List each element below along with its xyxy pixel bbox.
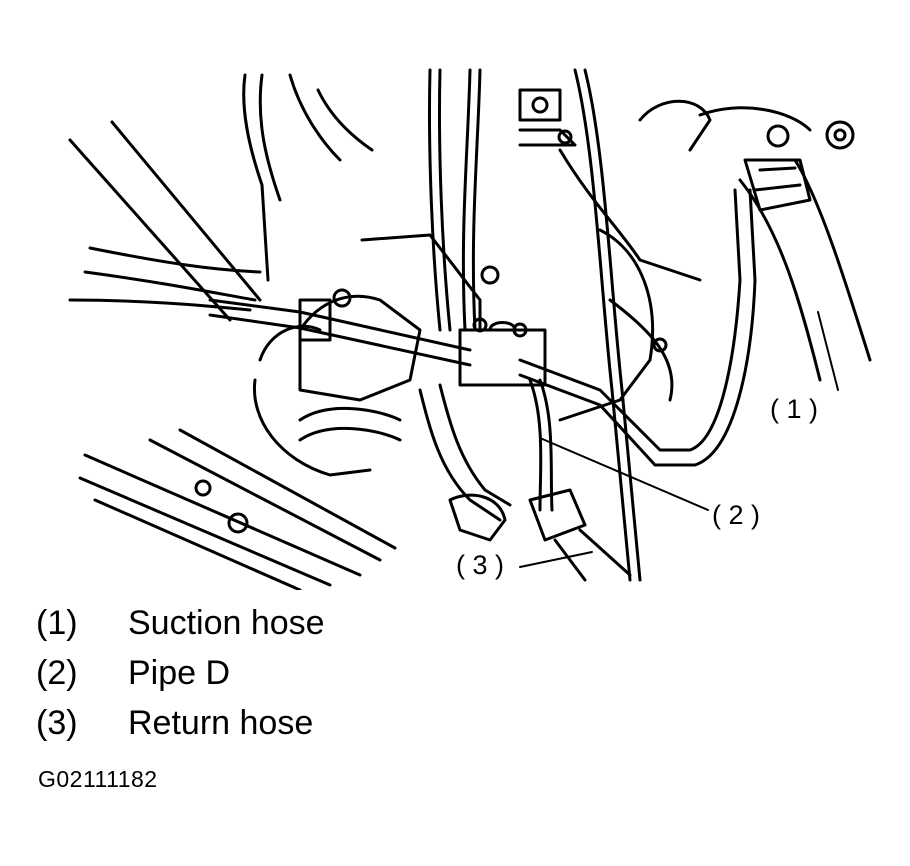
callout-1: ( 1 ) — [770, 394, 818, 424]
leader-line-3 — [519, 551, 593, 568]
legend-label: Pipe D — [128, 654, 231, 692]
callout-3: ( 3 ) — [456, 550, 504, 580]
leader-lines — [519, 311, 839, 568]
legend-item: (3) Return hose — [36, 704, 325, 754]
engine-block — [242, 73, 702, 477]
callout-2: ( 2 ) — [712, 500, 760, 530]
fender-panel — [68, 120, 397, 590]
lower-hoses — [298, 383, 512, 542]
leader-line-2 — [539, 437, 709, 511]
pipe-d — [208, 188, 757, 512]
leader-line-1 — [817, 311, 839, 391]
legend-number: (3) — [36, 704, 78, 742]
legend: (1) Suction hose (2) Pipe D (3) Return h… — [36, 604, 325, 754]
legend-label: Suction hose — [128, 604, 325, 642]
legend-label: Return hose — [128, 704, 314, 742]
legend-number: (2) — [36, 654, 78, 692]
legend-item: (2) Pipe D — [36, 654, 325, 704]
brake-lines — [427, 68, 642, 582]
figure-id: G02111182 — [38, 766, 158, 792]
suction-hose — [638, 99, 872, 382]
legend-number: (1) — [36, 604, 78, 642]
engine-bay-illustration: ( 1 ) ( 2 ) ( 3 ) — [68, 68, 872, 590]
return-hose — [528, 488, 632, 582]
legend-item: (1) Suction hose — [36, 604, 325, 654]
